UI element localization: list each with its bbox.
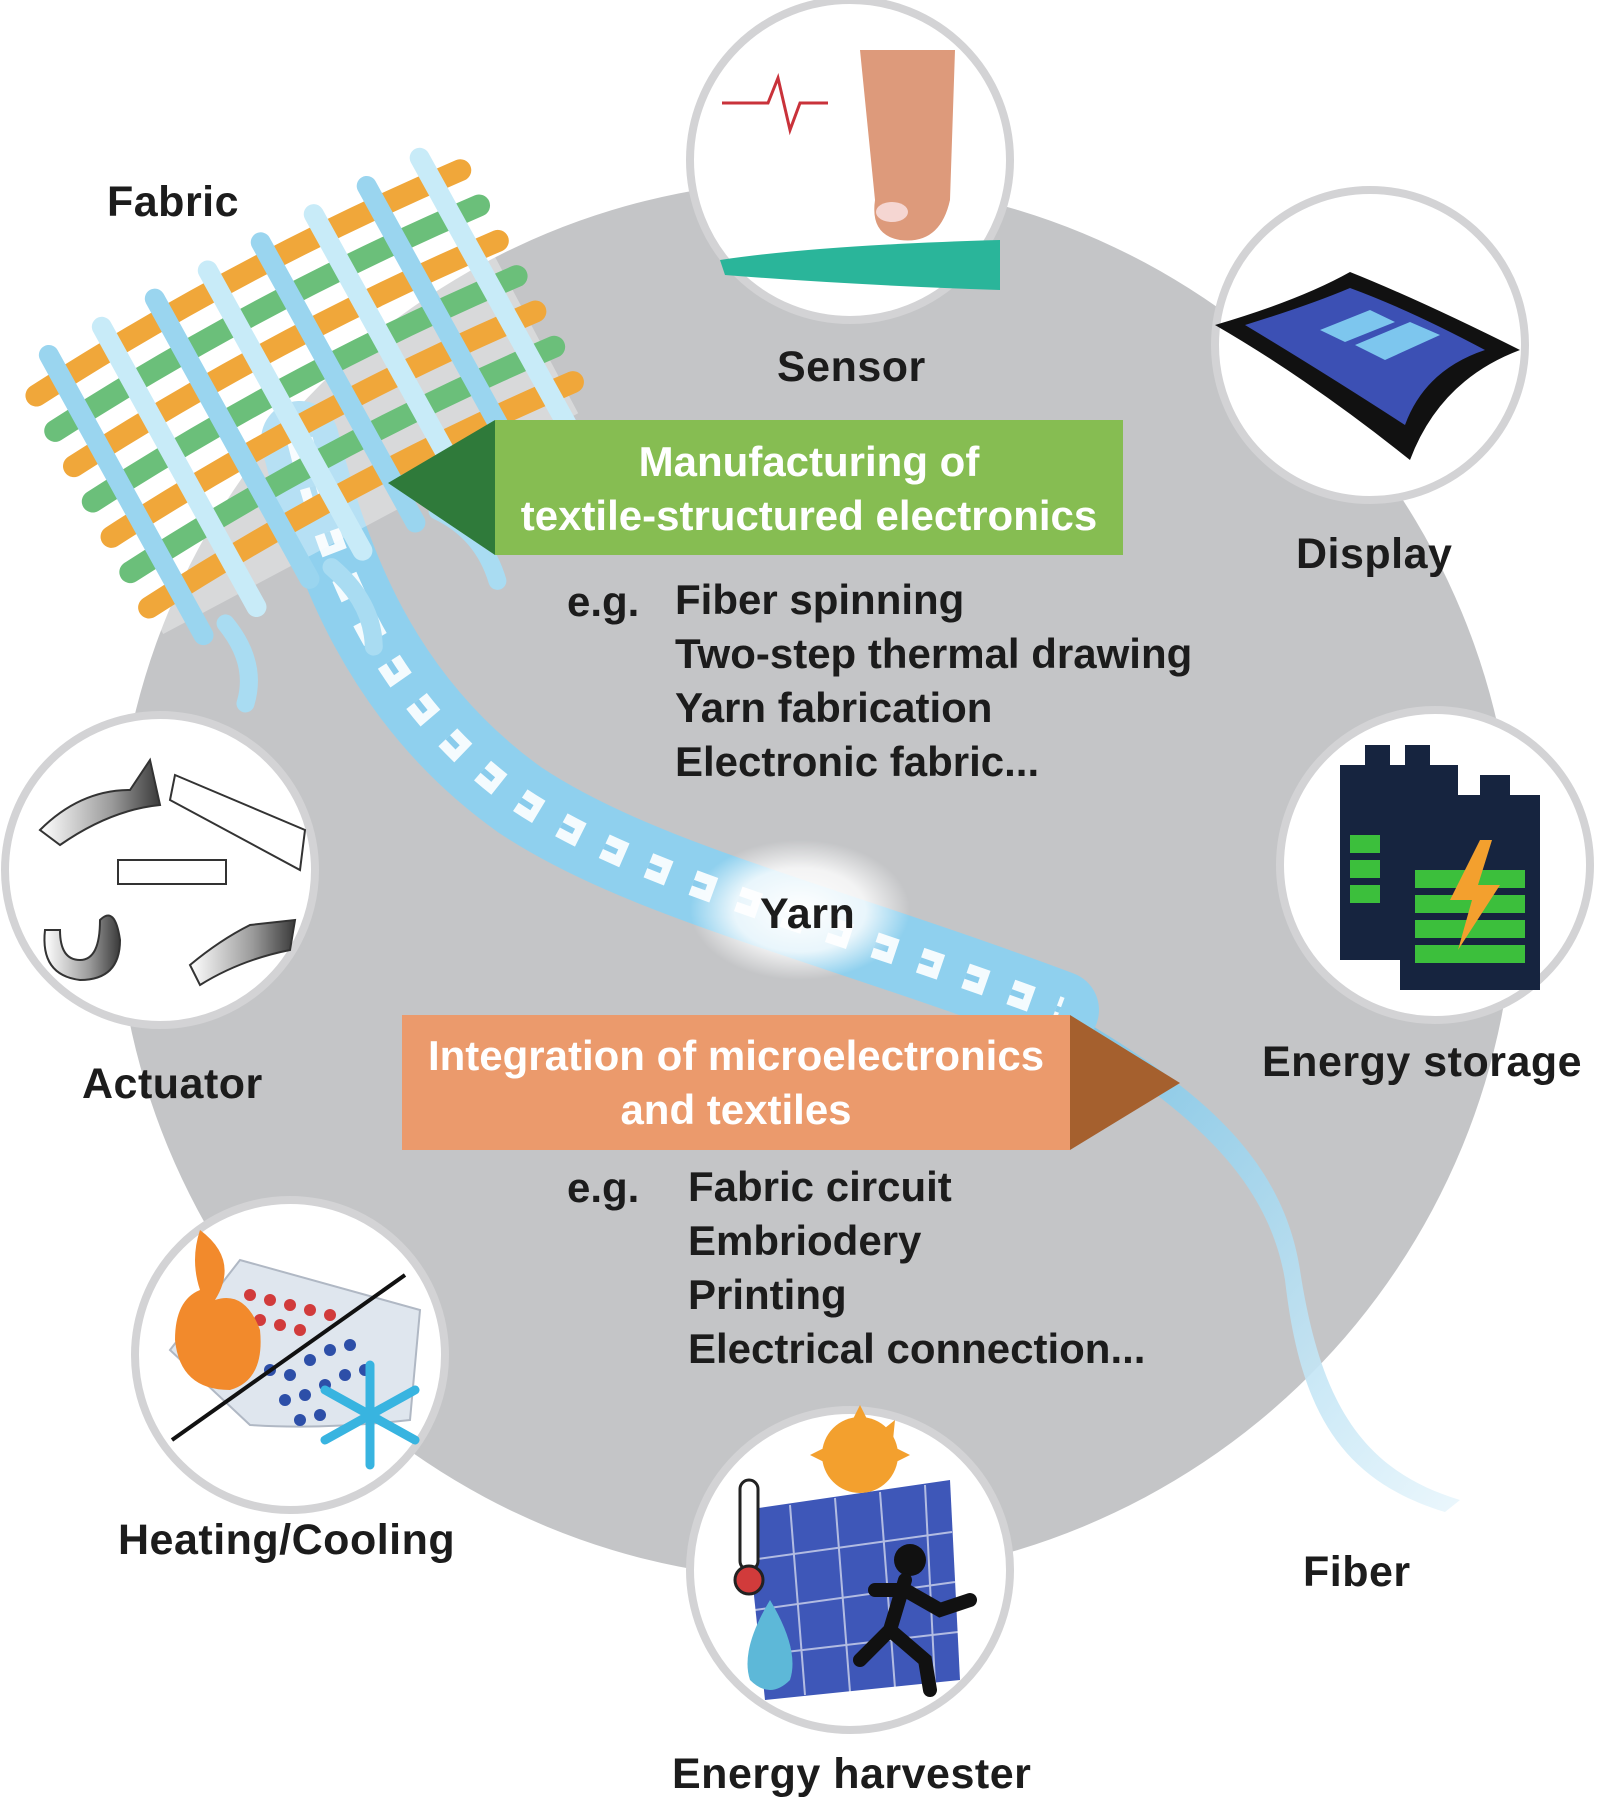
manufacturing-title-line1: Manufacturing of bbox=[638, 438, 980, 485]
example-item: Embriodery bbox=[688, 1217, 922, 1264]
fabric-weave bbox=[25, 147, 626, 713]
example-item: Fabric circuit bbox=[688, 1163, 952, 1210]
energy-harvester-icon bbox=[686, 1405, 1014, 1734]
battery-icon bbox=[1276, 706, 1594, 1024]
example-item: Printing bbox=[688, 1271, 847, 1318]
display-icon bbox=[1211, 186, 1529, 504]
fiber-label: Fiber bbox=[1303, 1548, 1411, 1596]
manufacturing-arrow bbox=[388, 420, 495, 555]
display-label: Display bbox=[1296, 530, 1453, 578]
example-item: Electrical connection... bbox=[688, 1325, 1146, 1372]
heating-cooling-icon bbox=[131, 1196, 449, 1514]
integration-title-line2: and textiles bbox=[620, 1086, 852, 1133]
fabric-label: Fabric bbox=[107, 178, 240, 226]
actuator-label: Actuator bbox=[82, 1060, 263, 1108]
manufacturing-title: Manufacturing of textile-structured elec… bbox=[495, 435, 1123, 543]
energy-storage-label: Energy storage bbox=[1262, 1038, 1583, 1086]
integration-arrow bbox=[1070, 1015, 1180, 1150]
sensor-icon bbox=[686, 0, 1014, 324]
heating-cooling-label: Heating/Cooling bbox=[118, 1516, 456, 1564]
manufacturing-box bbox=[495, 420, 1123, 555]
integration-eg: e.g. bbox=[567, 1164, 640, 1211]
example-item: Yarn fabrication bbox=[675, 684, 993, 731]
integration-examples: Fabric circuit Embriodery Printing Elect… bbox=[688, 1160, 1145, 1376]
integration-title: Integration of microelectronics and text… bbox=[402, 1029, 1070, 1137]
example-item: Electronic fabric... bbox=[675, 738, 1040, 785]
sensor-label: Sensor bbox=[777, 343, 926, 391]
actuator-icon bbox=[1, 711, 319, 1029]
integration-box bbox=[402, 1015, 1070, 1150]
integration-title-line1: Integration of microelectronics bbox=[427, 1032, 1045, 1079]
manufacturing-title-line2: textile-structured electronics bbox=[520, 492, 1098, 539]
manufacturing-examples: Fiber spinning Two-step thermal drawing … bbox=[675, 573, 1192, 789]
example-item: Two-step thermal drawing bbox=[675, 630, 1193, 677]
energy-harvester-label: Energy harvester bbox=[672, 1750, 1032, 1798]
yarn-label: Yarn bbox=[760, 890, 856, 938]
manufacturing-eg: e.g. bbox=[567, 578, 640, 625]
example-item: Fiber spinning bbox=[675, 576, 965, 623]
